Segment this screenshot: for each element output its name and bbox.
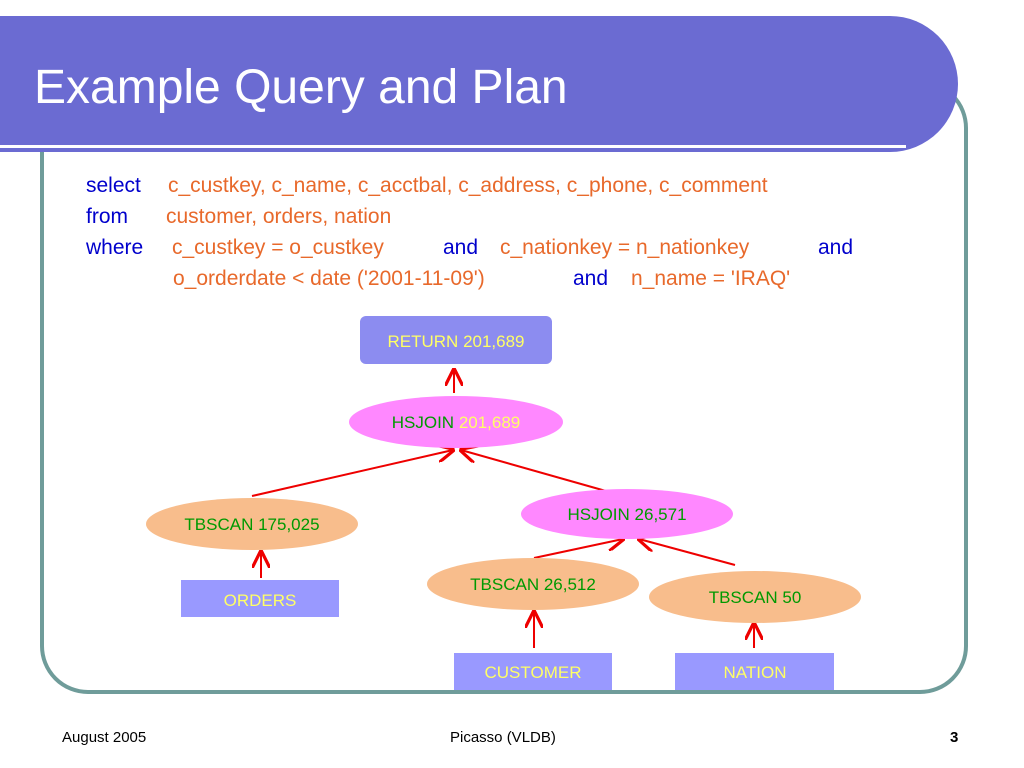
title-bar: Example Query and Plan [0,16,958,152]
slide-title: Example Query and Plan [34,61,568,114]
return-label: RETURN 201,689 [387,332,524,351]
tbscan-customer-node: TBSCAN 26,512 [427,558,639,610]
where-condition-4: n_name = 'IRAQ' [631,267,791,290]
where-condition-1: c_custkey = o_custkey [172,236,384,259]
footer-date: August 2005 [62,729,147,746]
table-orders-node: ORDERS [181,580,339,617]
table-customer-label: CUSTOMER [485,663,582,682]
title-underline [0,145,906,148]
edge-tbscan-orders-to-hsjoin [251,450,453,497]
hsjoin-top-node: HSJOIN 201,689 [349,396,563,448]
and-keyword-1: and [443,236,479,259]
select-columns: c_custkey, c_name, c_acctbal, c_address,… [168,174,768,197]
and-keyword-3: and [573,267,609,290]
tbscan-nation-node: TBSCAN 50 [649,571,861,623]
edge-tbscan-nation-to-hsjoin-mid [639,539,736,566]
hsjoin-top-label: HSJOIN 201,689 [392,413,521,432]
tbscan-customer-label: TBSCAN 26,512 [470,575,596,594]
footer-center: Picasso (VLDB) [450,729,556,746]
and-keyword-2: and [818,236,854,259]
edge-hsjoin-mid-to-hsjoin [461,450,621,496]
tbscan-orders-label: TBSCAN 175,025 [184,515,319,534]
hsjoin-mid-label: HSJOIN 26,571 [567,505,686,524]
where-condition-2: c_nationkey = n_nationkey [500,236,750,259]
table-orders-label: ORDERS [224,591,297,610]
tbscan-nation-label: TBSCAN 50 [709,588,802,607]
select-keyword: select [86,174,141,197]
hsjoin-mid-node: HSJOIN 26,571 [521,489,733,539]
edge-tbscan-customer-to-hsjoin-mid [533,539,623,559]
tbscan-orders-node: TBSCAN 175,025 [146,498,358,550]
footer-page-number: 3 [950,729,959,746]
from-keyword: from [86,205,128,228]
table-nation-node: NATION [675,653,834,690]
from-tables: customer, orders, nation [166,205,392,228]
table-nation-label: NATION [724,663,787,682]
return-node: RETURN 201,689 [360,316,552,364]
where-condition-3: o_orderdate < date ('2001-11-09') [173,267,485,290]
where-keyword: where [86,236,144,259]
table-customer-node: CUSTOMER [454,653,612,690]
